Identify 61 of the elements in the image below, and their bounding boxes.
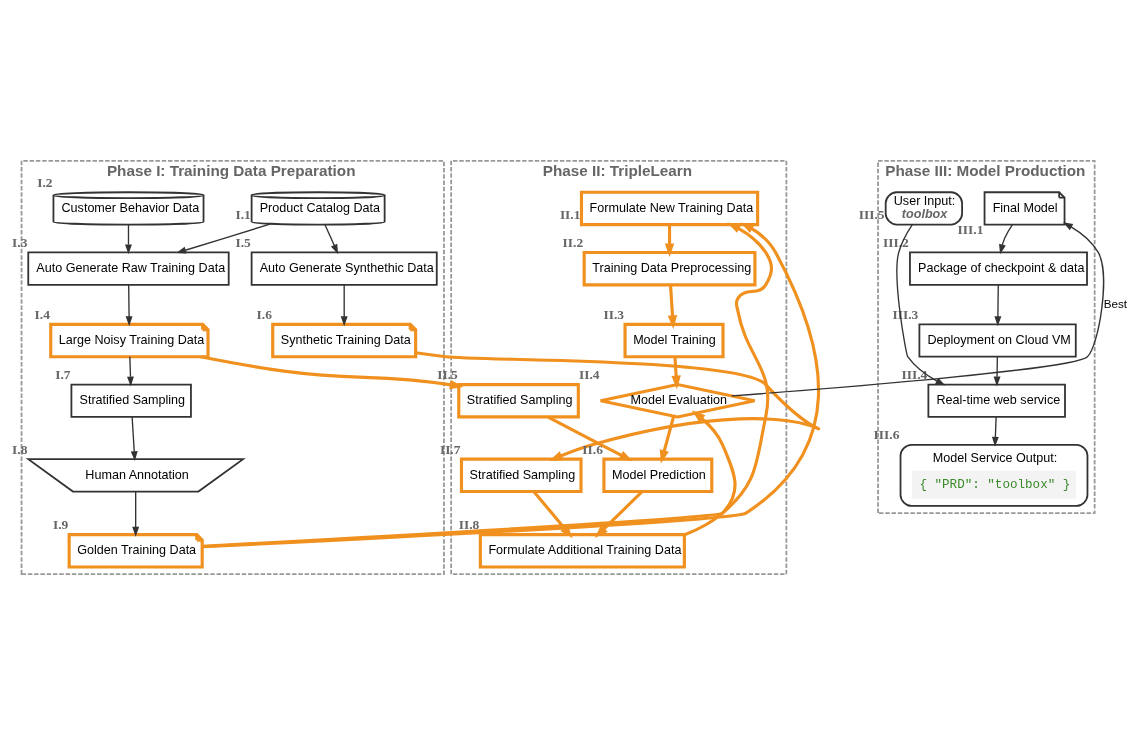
node-diamond: Model Evaluation (599, 382, 757, 419)
node-label: III.6 (873, 426, 900, 442)
node-label: III.5 (858, 206, 885, 222)
node-label: III.4 (901, 366, 928, 382)
node-label: II.3 (603, 306, 625, 322)
node-box: Package of checkpoint & data (909, 251, 1088, 286)
arrow (594, 490, 643, 538)
node-label: II.1 (559, 206, 581, 222)
node-label: I.1 (235, 206, 251, 222)
node-label: I.6 (256, 306, 272, 322)
arrow (125, 223, 132, 254)
arrow (176, 222, 271, 253)
arrow (659, 415, 676, 464)
arrow (200, 354, 464, 389)
node-label: I.7 (55, 366, 71, 382)
arrow (896, 223, 946, 385)
node-label: II.2 (562, 234, 584, 250)
arrow (667, 284, 678, 329)
arrow (127, 355, 134, 386)
node-box: Stratified Sampling (457, 382, 580, 418)
node-label: II.5 (437, 366, 458, 382)
node-box: Training Data Preprocessing (582, 250, 757, 286)
node-label: II.6 (582, 441, 603, 457)
node-box: Stratified Sampling (459, 457, 583, 493)
node-label: II.8 (458, 516, 480, 532)
node-box: Deployment on Cloud VM (918, 322, 1077, 358)
arrow (533, 490, 573, 538)
node-box: Auto Generate Synthethic Data (250, 251, 438, 286)
node-box: Formulate New Training Data (579, 190, 760, 226)
node-label: I.8 (12, 441, 28, 457)
node-box: Real-time web service (927, 383, 1066, 418)
arrow (202, 409, 737, 548)
node-label: I.4 (34, 306, 50, 322)
node-box: Model Prediction (602, 457, 714, 493)
arrow (994, 283, 1002, 326)
node-label: I.9 (52, 516, 69, 532)
arrow (991, 415, 999, 447)
edge-label: Best (1103, 296, 1127, 310)
node-box: Model Training (623, 322, 725, 358)
node-box: Stratified Sampling (70, 383, 192, 418)
arrow (324, 223, 339, 254)
node-label: II.4 (578, 366, 600, 382)
node-label: I.5 (235, 234, 251, 250)
arrow (130, 415, 138, 461)
node-box: Model Service Output: { "PRD": "toolbox" } (899, 443, 1089, 507)
arrow (731, 221, 1105, 397)
arrow (999, 223, 1013, 254)
node-label: I.3 (12, 234, 28, 250)
arrow (340, 283, 348, 326)
arrow (671, 356, 681, 389)
arrow (132, 490, 140, 537)
arrow (125, 283, 133, 326)
node-box: Formulate Additional Training Data (478, 532, 686, 569)
arrow (664, 224, 675, 257)
arrow (547, 415, 633, 461)
node-box: User Input: toolbox (884, 190, 963, 225)
arrow (684, 222, 773, 536)
node-label: I.2 (37, 174, 53, 190)
node-label: II.7 (439, 441, 461, 457)
node-box: Auto Generate Raw Training Data (27, 251, 230, 286)
arrow (993, 355, 1001, 386)
